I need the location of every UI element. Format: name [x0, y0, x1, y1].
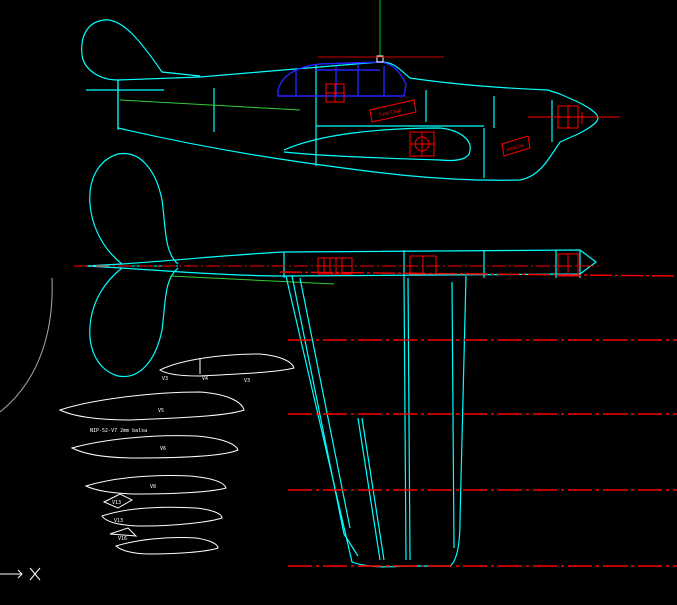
top-view-green-line — [169, 275, 335, 285]
centerline-2 — [279, 271, 677, 277]
engine-tag-label: engine — [506, 142, 525, 152]
rib-label-v13b: V13 — [114, 518, 123, 524]
side-view-details — [325, 83, 620, 157]
ucs-axis-icon — [0, 567, 41, 581]
rib-caption: NIP-52-V7 2mm balsa — [90, 428, 147, 434]
fuselage-side-view — [81, 19, 599, 181]
top-view-outline — [85, 152, 597, 378]
rib-profiles — [58, 353, 295, 555]
rib-label-v3a: V3 — [162, 376, 168, 382]
canopy-outline — [277, 61, 407, 97]
rib-label-v16: V16 — [118, 536, 127, 542]
rib-label-v4: V4 — [202, 376, 208, 382]
rib-label-v3b: V3 — [244, 378, 250, 384]
top-view-details — [317, 253, 579, 277]
rib-label-v5: V5 — [158, 408, 164, 414]
fuselage-tag-label: fuselage — [378, 107, 403, 118]
rib-label-v6: V6 — [160, 446, 166, 452]
reference-arc — [0, 277, 53, 413]
rib-label-v8: V8 — [150, 484, 156, 490]
rib-station-lines — [288, 339, 677, 567]
thrust-line — [119, 99, 301, 111]
wing-planform — [285, 275, 467, 568]
rib-label-v13a: V13 — [112, 500, 121, 506]
crosshair-cursor-icon — [376, 0, 384, 63]
